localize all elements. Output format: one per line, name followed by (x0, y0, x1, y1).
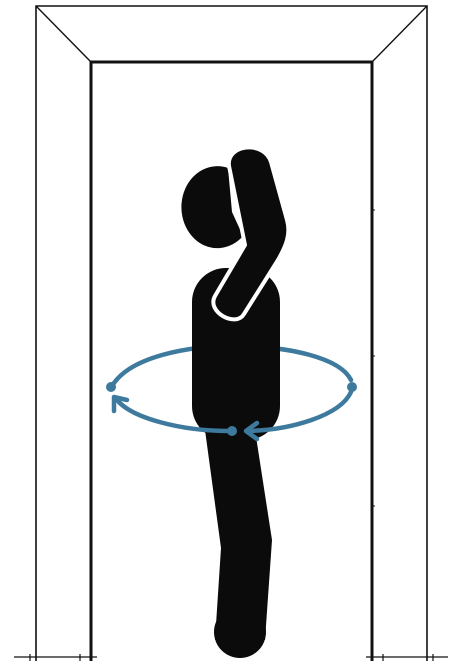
corner-miter-left (35, 5, 92, 63)
rotation-arc-front-left (114, 397, 233, 434)
outer-frame (35, 5, 428, 661)
inner-opening (89, 60, 374, 661)
rotation-point-right (347, 382, 357, 392)
person-raised-arm (211, 145, 291, 322)
person-standing-arm-raised-icon (181, 145, 291, 658)
rotation-arrows-icon (111, 389, 354, 442)
person-torso (192, 268, 280, 440)
rotation-arc-front-right (245, 389, 354, 434)
rotation-point-left (106, 382, 116, 392)
corner-miter-right (371, 5, 428, 63)
floor-line (14, 654, 448, 661)
frame-ticks (372, 209, 375, 507)
rotation-point-front (227, 426, 237, 436)
rotation-points (106, 382, 357, 436)
person-head (181, 166, 243, 249)
arrowhead-left (111, 394, 130, 414)
person-leg (205, 430, 272, 640)
person-foot (214, 606, 266, 658)
arrowhead-front (243, 420, 260, 442)
doorway-frame-icon (14, 5, 448, 661)
